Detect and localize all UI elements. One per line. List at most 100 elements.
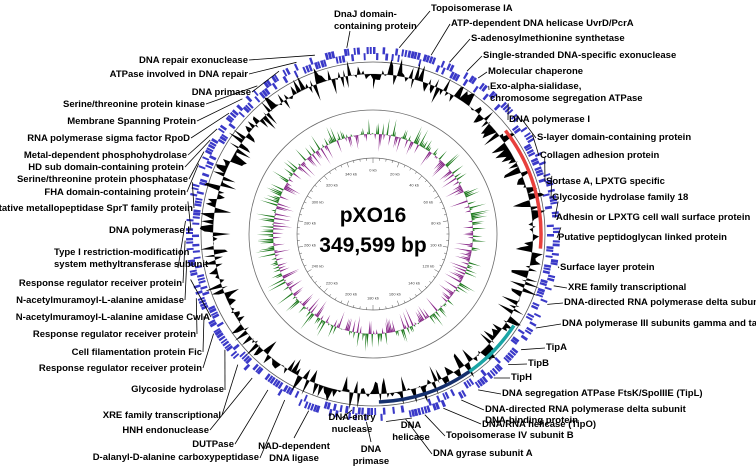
gene-block (192, 234, 200, 238)
scale-tick (334, 297, 337, 300)
highlight-arc-red (504, 129, 543, 249)
label-sortase-a: Sortase A, LPXTG specific (546, 176, 665, 187)
gene-block (224, 343, 232, 350)
scale-tick (310, 190, 313, 193)
label-dna-rna-helicase-tipo: DNA/RNA helicase (TipO) (482, 419, 596, 430)
label-atpase-dna-repair: ATPase involved in DNA repair (110, 69, 249, 80)
scale-tick (319, 180, 322, 183)
scale-tick (391, 304, 393, 308)
gene-block (277, 381, 284, 390)
gene-block (217, 127, 225, 134)
scale-tick (418, 175, 423, 180)
gene-block (254, 96, 261, 103)
gene-block (417, 407, 422, 416)
leader-line (221, 364, 239, 416)
gene-block (382, 407, 386, 415)
gene-block (536, 290, 545, 296)
gene-block (330, 51, 336, 59)
gene-block (494, 365, 501, 373)
right-labels: Topoisomerase IA ATP-dependent DNA helic… (431, 3, 756, 459)
label-s-layer-domain-protein: S-layer domain-containing protein (537, 132, 691, 143)
gene-block (225, 116, 233, 124)
gene-block (332, 403, 337, 412)
label-atp-dependent-dna-helicase: ATP-dependent DNA helicase UvrD/PcrA (451, 18, 634, 29)
gene-block (243, 355, 250, 362)
gene-ring (186, 47, 560, 421)
gene-block (440, 399, 447, 408)
gene-block (255, 366, 262, 373)
gene-block (552, 243, 560, 247)
gene-block (494, 357, 501, 364)
scale-tick (429, 281, 432, 284)
gene-block (350, 54, 355, 62)
gene-block (535, 293, 544, 298)
scale-tick (298, 246, 304, 248)
gene-block (463, 381, 469, 389)
gene-block (400, 405, 405, 413)
gene-block (216, 332, 224, 339)
gene-block (427, 398, 432, 406)
gene-block (528, 151, 536, 157)
leader-line (205, 85, 258, 105)
gene-block (209, 321, 218, 328)
gene-block (209, 307, 217, 314)
gene-block (267, 375, 274, 383)
gene-block (361, 407, 364, 415)
gene-block (343, 48, 348, 57)
label-tipb: TipB (528, 358, 549, 369)
gene-block (339, 404, 343, 413)
gene-block (523, 132, 531, 138)
gene-block (194, 264, 203, 269)
gene-block (534, 166, 542, 171)
leader-line (190, 112, 230, 139)
scale-tick (441, 258, 445, 261)
label-response-regulator-2: Response regulator receiver protein (33, 329, 196, 340)
gene-block (225, 345, 234, 352)
label-exo-alpha-sialidase: Exo-alpha-sialidase, (490, 81, 581, 92)
gene-block (466, 379, 472, 387)
leader-line (477, 71, 488, 79)
scale-tick (346, 300, 349, 306)
gene-block (431, 403, 437, 411)
gene-block (547, 274, 556, 279)
label-membrane-spanning: Membrane Spanning Protein (67, 116, 196, 127)
scale-tick-label: 80 kb (431, 220, 442, 225)
leader-line (346, 30, 351, 48)
scale-tick (329, 171, 332, 174)
label-response-regulator-3: Response regulator receiver protein (39, 363, 202, 374)
gene-block (218, 335, 226, 342)
gene-block (201, 304, 209, 311)
gene-block (423, 406, 428, 414)
gene-block (298, 398, 303, 407)
gene-block (478, 82, 485, 90)
gene-block (346, 48, 350, 56)
gene-block (513, 127, 522, 135)
gene-block (392, 406, 396, 414)
label-dna-pol-iii-gamma-tau: DNA polymerase III subunits gamma and ta… (562, 318, 756, 329)
leader-line (478, 389, 502, 395)
gene-block (238, 111, 245, 118)
gene-block (196, 190, 204, 195)
gene-block (245, 357, 253, 365)
gene-block (552, 230, 560, 234)
gene-block (192, 243, 200, 247)
gene-block (192, 222, 200, 225)
leader-line (532, 134, 540, 157)
label-hd-subdomain: HD sub domain-containing protein (28, 162, 184, 173)
scale-tick-label: 280 kb (304, 220, 317, 225)
gene-block (202, 156, 210, 161)
scale-tick-label: 300 kb (312, 200, 325, 205)
gene-block (193, 256, 201, 260)
gene-block (552, 227, 560, 230)
gene-block (302, 66, 307, 74)
gene-block (205, 164, 213, 169)
gene-block (190, 192, 198, 197)
gene-block (208, 319, 216, 325)
gene-block (545, 179, 553, 184)
gene-block (481, 84, 488, 92)
gene-block (252, 89, 259, 97)
gene-block (385, 53, 389, 61)
scale-tick (307, 195, 312, 199)
gene-block (282, 75, 289, 84)
gene-block (404, 49, 408, 58)
